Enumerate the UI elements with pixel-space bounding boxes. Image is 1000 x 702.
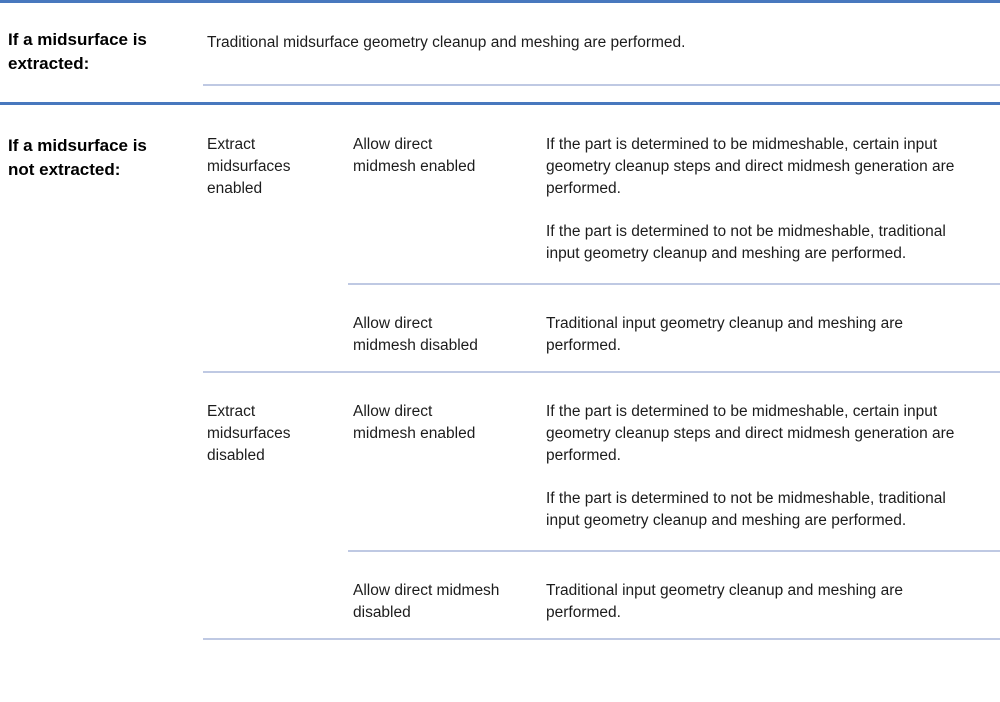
description-paragraph: If the part is determined to be midmesha… <box>546 403 955 464</box>
description-paragraph: If the part is determined to be midmesha… <box>546 136 955 197</box>
description-paragraph: Traditional input geometry cleanup and m… <box>546 582 903 621</box>
setting-label: Allow direct midmesh enabled <box>353 136 476 175</box>
setting-description-cell: If the part is determined to be midmesha… <box>546 134 1000 265</box>
description-paragraph: If the part is determined to not be midm… <box>546 490 946 529</box>
option-label-disabled: Extract midsurfaces disabled <box>207 403 291 464</box>
option-groups: Extract midsurfaces enabled Allow direct… <box>203 134 1000 640</box>
subrows-disabled: Allow direct midmesh enabled If the part… <box>348 401 1000 638</box>
extracted-description: Traditional midsurface geometry cleanup … <box>207 34 686 51</box>
extracted-description-cell: Traditional midsurface geometry cleanup … <box>203 28 1000 86</box>
group-divider-bottom <box>203 638 1000 640</box>
subrow-divider <box>348 283 1000 285</box>
row-midsurface-not-extracted: If a midsurface is not extracted: Extrac… <box>0 105 1000 640</box>
subrow-midmesh-enabled: Allow direct midmesh enabled If the part… <box>348 134 1000 283</box>
setting-description-cell: If the part is determined to be midmesha… <box>546 401 1000 532</box>
row-midsurface-extracted: If a midsurface is extracted: Traditiona… <box>0 3 1000 86</box>
subrow-divider <box>348 550 1000 552</box>
option-label-enabled: Extract midsurfaces enabled <box>207 136 291 197</box>
subrows-enabled: Allow direct midmesh enabled If the part… <box>348 134 1000 371</box>
description-paragraph: Traditional input geometry cleanup and m… <box>546 315 903 354</box>
group-extract-midsurfaces-enabled: Extract midsurfaces enabled Allow direct… <box>203 134 1000 371</box>
group-divider <box>203 371 1000 373</box>
subrow-midmesh-disabled: Allow direct midmesh disabled Traditiona… <box>348 552 1000 638</box>
setting-label: Allow direct midmesh disabled <box>353 315 478 354</box>
group-extract-midsurfaces-disabled: Extract midsurfaces disabled Allow direc… <box>203 373 1000 638</box>
subrow-midmesh-enabled: Allow direct midmesh enabled If the part… <box>348 401 1000 550</box>
setting-label: Allow direct midmesh enabled <box>353 403 476 442</box>
condition-label-not-extracted: If a midsurface is not extracted: <box>8 136 147 179</box>
description-paragraph: If the part is determined to not be midm… <box>546 223 946 262</box>
setting-description-cell: Traditional input geometry cleanup and m… <box>546 313 1000 357</box>
subrow-midmesh-disabled: Allow direct midmesh disabled Traditiona… <box>348 285 1000 371</box>
setting-description-cell: Traditional input geometry cleanup and m… <box>546 580 1000 624</box>
setting-label: Allow direct midmesh disabled <box>353 582 500 621</box>
top-rule <box>0 0 1000 3</box>
section-separator-rule <box>0 102 1000 105</box>
condition-label-extracted: If a midsurface is extracted: <box>8 30 147 73</box>
bottom-whitespace <box>0 640 1000 660</box>
